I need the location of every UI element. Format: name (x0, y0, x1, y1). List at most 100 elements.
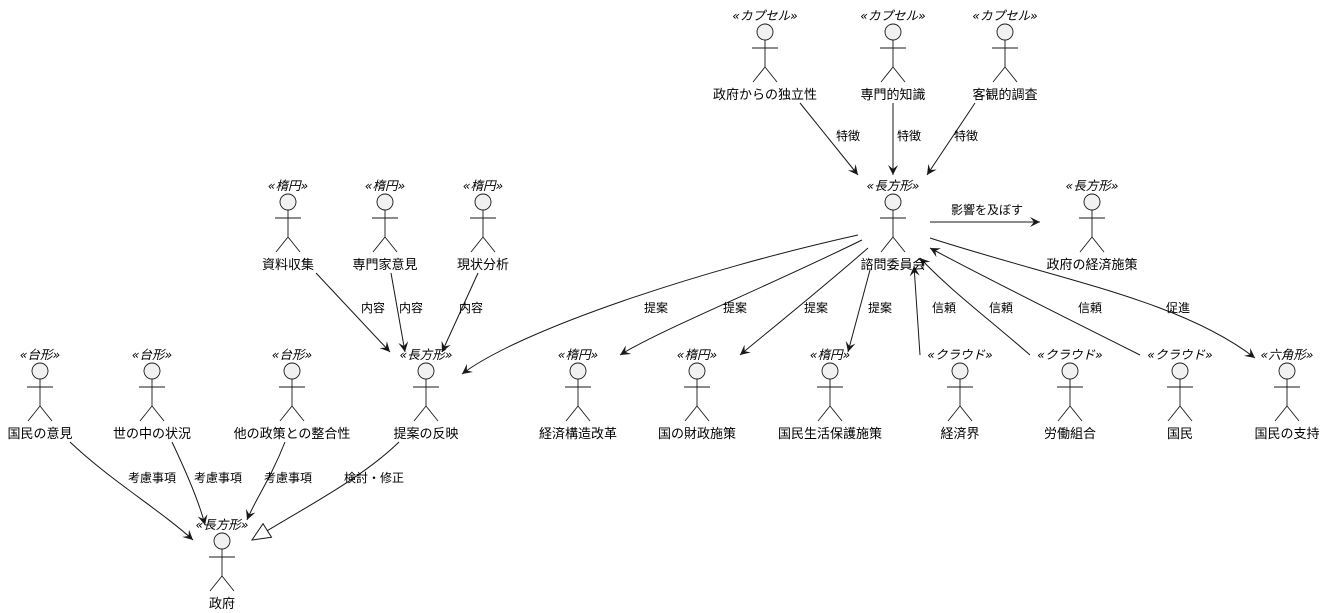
actor-figure-icon (417, 362, 435, 380)
actor-name: 専門家意見 (352, 257, 417, 273)
actor-a10[interactable]: «台形»世の中の状況 (113, 347, 191, 442)
edge-e15[interactable]: 促進 (929, 237, 1256, 359)
actor-name: 政府の経済施策 (1046, 257, 1137, 273)
actor-body-icon (372, 210, 398, 253)
edge-line[interactable] (799, 102, 859, 176)
edge-line[interactable] (739, 247, 869, 356)
actor-a18[interactable]: «クラウド»国民 (1147, 347, 1212, 442)
edge-label: 提案 (804, 300, 828, 315)
relationship-layer: 特徴特徴特徴影響を及ぼす内容内容内容提案提案提案提案信頼信頼信頼促進考慮事項考慮… (69, 102, 1256, 541)
edge-label: 促進 (1166, 301, 1190, 315)
actor-body-icon (817, 379, 843, 422)
edge-line[interactable] (69, 441, 194, 541)
edge-e7[interactable]: 内容 (441, 272, 483, 353)
edge-label: 信頼 (1078, 301, 1102, 315)
actor-figure-icon (143, 362, 161, 380)
actor-stereotype: «カプセル» (972, 8, 1037, 23)
actor-body-icon (275, 210, 301, 253)
actor-figure-icon (31, 362, 49, 380)
actor-stereotype: «楕円» (810, 347, 850, 362)
actor-a1[interactable]: «カプセル»政府からの独立性 (713, 8, 817, 103)
edge-e16[interactable]: 考慮事項 (69, 441, 194, 541)
edge-e8[interactable]: 提案 (461, 234, 859, 375)
edge-line[interactable] (461, 234, 859, 375)
actor-body-icon (1079, 210, 1105, 253)
actor-name: 現状分析 (457, 258, 509, 273)
edge-line[interactable] (909, 265, 921, 356)
actor-body-icon (139, 379, 165, 422)
edge-label: 内容 (459, 300, 483, 315)
edge-e3[interactable]: 特徴 (926, 102, 978, 176)
actor-name: 経済構造改革 (539, 426, 617, 442)
actor-figure-icon (1171, 362, 1189, 380)
edge-label: 提案 (723, 300, 747, 315)
actor-figure-icon (279, 193, 297, 211)
actor-name: 国民生活保護施策 (778, 426, 882, 442)
actor-a19[interactable]: «六角形»国民の支持 (1254, 347, 1319, 442)
edge-line[interactable] (441, 272, 479, 353)
actor-a3[interactable]: «カプセル»客観的調査 (972, 8, 1037, 103)
actor-name: 労働組合 (1044, 427, 1096, 442)
edge-line[interactable] (315, 272, 391, 353)
actor-name: 他の政策との整合性 (234, 426, 351, 442)
actor-body-icon (880, 210, 906, 253)
edge-line[interactable] (171, 441, 208, 526)
edge-line[interactable] (390, 272, 409, 353)
actor-a15[interactable]: «楕円» 国民生活保護施策 (778, 347, 882, 442)
edge-e5[interactable]: 内容 (315, 272, 391, 353)
actor-a7[interactable]: «長方形»諮問委員会 (860, 178, 925, 273)
edge-e11[interactable]: 提案 (845, 269, 892, 353)
actor-a5[interactable]: «楕円» 専門家意見 (352, 178, 417, 273)
actor-a6[interactable]: «楕円»現状分析 (457, 178, 509, 273)
edge-e12[interactable]: 信頼 (909, 265, 956, 356)
actor-body-icon (27, 379, 53, 422)
edge-e14[interactable]: 信頼 (929, 247, 1141, 356)
actor-figure-icon (474, 193, 492, 211)
edge-line[interactable] (929, 247, 1141, 356)
actor-a17[interactable]: «クラウド» 労働組合 (1037, 347, 1102, 442)
edge-e19[interactable]: 検討・修正 (252, 441, 404, 540)
actor-name: 専門的知識 (860, 87, 925, 103)
actor-figure-icon (688, 362, 706, 380)
actor-body-icon (1274, 379, 1300, 422)
edge-e18[interactable]: 考慮事項 (246, 441, 312, 521)
actor-a12[interactable]: «長方形»提案の反映 (393, 347, 458, 442)
actor-figure-icon (283, 362, 301, 380)
edge-e2[interactable]: 特徴 (888, 103, 921, 175)
actor-a4[interactable]: «楕円»資料収集 (262, 178, 314, 273)
edge-e4[interactable]: 影響を及ぼす (930, 202, 1040, 227)
edge-label: 考慮事項 (128, 471, 176, 485)
edge-label: 信頼 (989, 301, 1013, 315)
actor-stereotype: «クラウド» (1037, 347, 1102, 362)
actor-figure-icon (1083, 193, 1101, 211)
actor-a8[interactable]: «長方形»政府の経済施策 (1046, 178, 1137, 273)
actor-a11[interactable]: «台形»他の政策との整合性 (234, 347, 351, 442)
actor-a9[interactable]: «台形»国民の意見 (7, 347, 72, 442)
edge-line[interactable] (845, 269, 871, 353)
actor-a20[interactable]: «長方形»政府 (196, 517, 249, 612)
edge-e13[interactable]: 信頼 (919, 257, 1031, 356)
edge-e9[interactable]: 提案 (619, 239, 863, 356)
actor-a14[interactable]: «楕円»国の財政施策 (658, 347, 736, 442)
edge-line[interactable] (252, 441, 400, 540)
actor-body-icon (752, 40, 778, 83)
actor-body-icon (209, 549, 235, 592)
actor-body-icon (279, 379, 305, 422)
edge-e10[interactable]: 提案 (739, 247, 869, 356)
actor-figure-icon (756, 23, 774, 41)
actor-a13[interactable]: «楕円»経済構造改革 (539, 347, 617, 442)
edge-e17[interactable]: 考慮事項 (171, 441, 242, 526)
actor-a16[interactable]: «クラウド»経済界 (927, 347, 992, 442)
edge-line[interactable] (919, 257, 1031, 356)
actor-body-icon (470, 210, 496, 253)
actor-name: 世の中の状況 (113, 427, 191, 442)
actor-stereotype: «楕円» (365, 178, 405, 193)
edge-line[interactable] (619, 239, 863, 356)
edge-line[interactable] (929, 237, 1256, 359)
edge-e1[interactable]: 特徴 (799, 102, 860, 176)
edge-line[interactable] (246, 441, 286, 521)
edge-e6[interactable]: 内容 (390, 272, 423, 353)
edge-line[interactable] (926, 102, 976, 176)
actor-a2[interactable]: «カプセル»専門的知識 (860, 8, 925, 103)
actor-name: 経済界 (940, 426, 979, 442)
